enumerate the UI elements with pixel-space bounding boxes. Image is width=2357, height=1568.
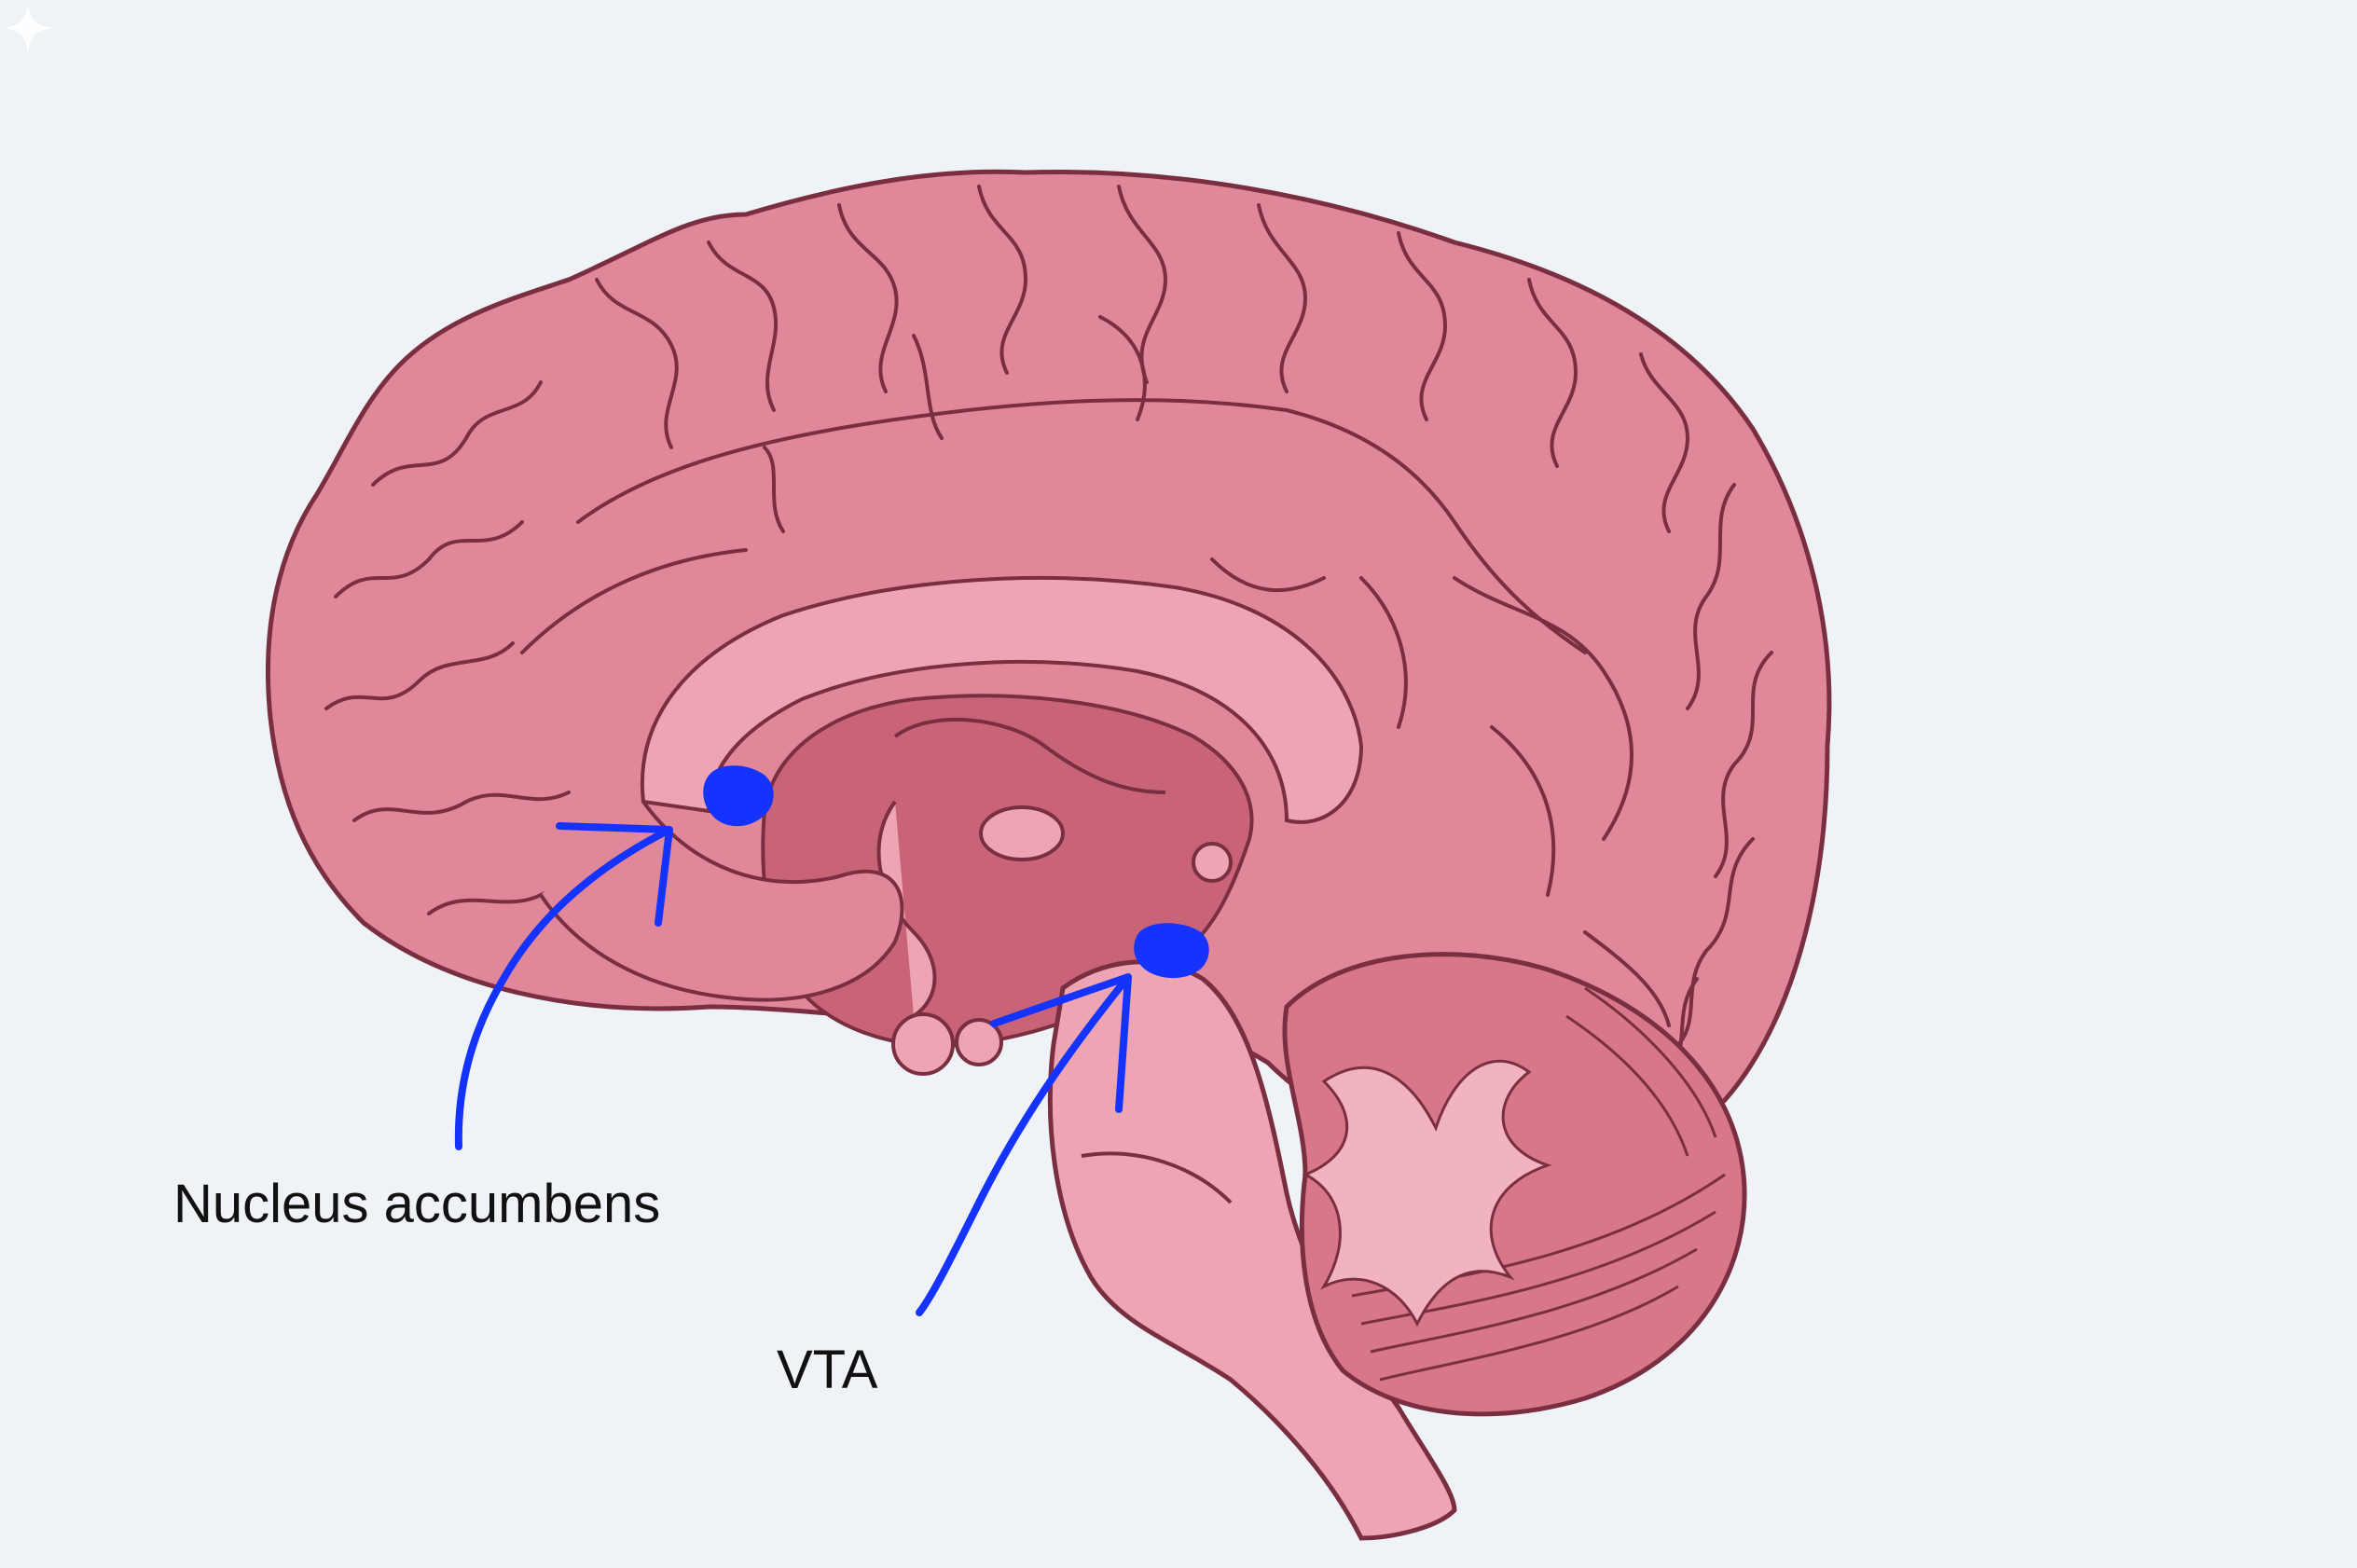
corpus-callosum — [640, 576, 1364, 824]
sparkle-icon — [4, 4, 52, 52]
mammillary-body-2 — [955, 1018, 1003, 1066]
fornix — [893, 717, 1166, 794]
cerebellum — [1282, 952, 1747, 1417]
pineal-gland — [1192, 842, 1233, 883]
nucleus-accumbens-arrow — [454, 822, 673, 1150]
anterior-commissure — [876, 800, 937, 1018]
vta-label: VTA — [777, 1340, 878, 1400]
cortical-folds — [324, 185, 1773, 1083]
vta-marker — [1134, 923, 1209, 979]
brainstem — [1047, 959, 1457, 1541]
brainstem-shape — [1047, 959, 1457, 1541]
diencephalon — [761, 694, 1254, 1076]
annotations — [454, 765, 1209, 1316]
mammillary-body-1 — [891, 1012, 955, 1076]
arbor-vitae — [1302, 1059, 1552, 1327]
nucleus-accumbens-marker — [703, 765, 774, 827]
pons-line — [1081, 1151, 1233, 1204]
thalamus-region — [761, 694, 1254, 1048]
intermediate-mass — [979, 805, 1065, 861]
nucleus-accumbens-label: Nucleus accumbens — [173, 1174, 661, 1234]
cingulate-band — [640, 576, 1364, 824]
vta-arrow — [916, 973, 1132, 1316]
